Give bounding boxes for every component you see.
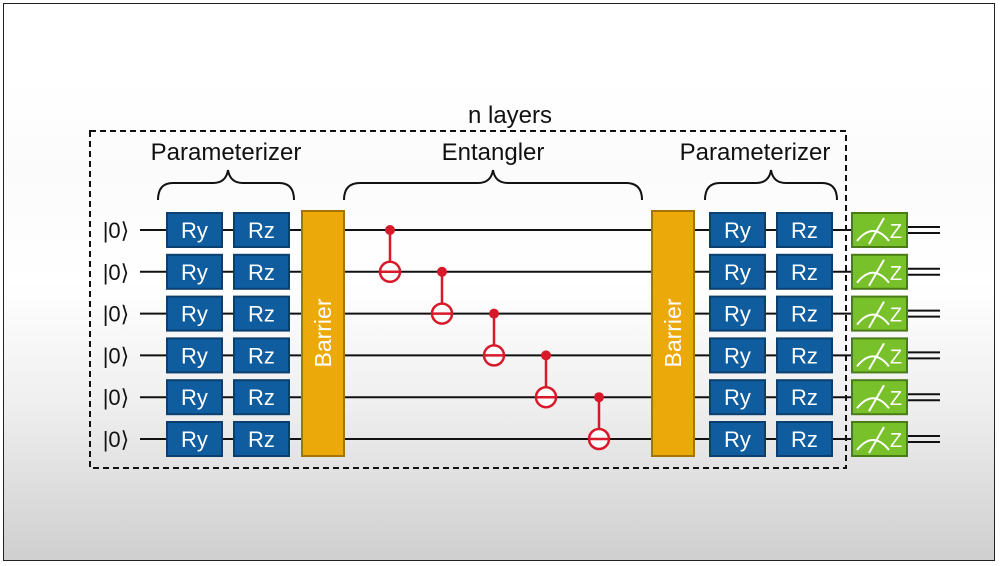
measurement-basis-label: Z xyxy=(890,263,902,285)
barrier-label: Barrier xyxy=(310,298,336,367)
meter-icon xyxy=(856,271,890,284)
measurement-gate xyxy=(851,253,908,290)
rotation-gate-label: Rz xyxy=(248,427,275,452)
rotation-gate-label: Ry xyxy=(724,218,751,243)
rotation-gate-label: Rz xyxy=(791,385,818,410)
rotation-gate-label: Rz xyxy=(791,302,818,327)
rotation-gate xyxy=(776,379,833,416)
measurement-gate xyxy=(851,379,908,416)
meter-needle-icon xyxy=(868,217,885,245)
rotation-gate-label: Ry xyxy=(181,385,208,410)
rotation-gate xyxy=(709,295,766,332)
rotation-gate-label: Ry xyxy=(181,260,208,285)
rotation-gate-label: Rz xyxy=(248,385,275,410)
meter-needle-icon xyxy=(868,426,885,454)
n-layers-label: n layers xyxy=(468,102,552,129)
rotation-gate xyxy=(709,337,766,374)
barrier xyxy=(651,210,695,457)
meter-icon xyxy=(856,355,890,368)
measurement-basis-label: Z xyxy=(890,221,902,243)
rotation-gate-label: Rz xyxy=(791,218,818,243)
meter-icon xyxy=(856,313,890,326)
cnot-control-dot xyxy=(594,392,604,403)
parameterizer-left-brace xyxy=(157,169,295,201)
rotation-gate-label: Ry xyxy=(181,302,208,327)
rotation-gate-label: Ry xyxy=(724,260,751,285)
rotation-gate xyxy=(776,295,833,332)
barrier xyxy=(301,210,345,457)
meter-needle-icon xyxy=(868,259,885,287)
entangler-brace xyxy=(343,169,643,201)
rotation-gate-label: Ry xyxy=(181,218,208,243)
rotation-gate xyxy=(776,212,833,248)
rotation-gate-label: Rz xyxy=(248,260,275,285)
rotation-gate xyxy=(776,421,833,457)
rotation-gate-label: Ry xyxy=(724,385,751,410)
meter-icon xyxy=(856,230,890,242)
rotation-gate-label: Ry xyxy=(724,302,751,327)
rotation-gate-label: Ry xyxy=(181,427,208,452)
qubit-state-label: |0⟩ xyxy=(103,302,130,327)
qubit-state-label: |0⟩ xyxy=(103,260,130,285)
measurement-basis-label: Z xyxy=(890,346,902,368)
qubit-state-label: |0⟩ xyxy=(103,427,130,452)
meter-needle-icon xyxy=(868,301,885,329)
meter-needle-icon xyxy=(868,384,885,412)
rotation-gate xyxy=(166,379,223,416)
entangler-label: Entangler xyxy=(442,139,545,166)
parameterizer-left-label: Parameterizer xyxy=(151,139,302,166)
rotation-gate xyxy=(776,337,833,374)
rotation-gate-label: Rz xyxy=(248,218,275,243)
rotation-gate xyxy=(233,295,290,332)
qubit-state-label: |0⟩ xyxy=(103,385,130,410)
rotation-gate xyxy=(166,253,223,290)
measurement-gate xyxy=(851,212,908,248)
rotation-gate-label: Ry xyxy=(724,343,751,368)
measurement-gate xyxy=(851,421,908,457)
rotation-gate-label: Rz xyxy=(791,427,818,452)
qubit-state-label: |0⟩ xyxy=(103,218,130,243)
rotation-gate-label: Rz xyxy=(248,343,275,368)
meter-needle-icon xyxy=(868,342,885,370)
rotation-gate-label: Ry xyxy=(724,427,751,452)
rotation-gate xyxy=(709,212,766,248)
n-layers-box xyxy=(89,130,847,469)
measurement-basis-label: Z xyxy=(890,430,902,452)
rotation-gate xyxy=(233,421,290,457)
rotation-gate xyxy=(233,212,290,248)
measurement-basis-label: Z xyxy=(890,388,902,410)
rotation-gate-label: Rz xyxy=(791,343,818,368)
rotation-gate xyxy=(233,253,290,290)
rotation-gate xyxy=(709,421,766,457)
rotation-gate-label: Rz xyxy=(248,302,275,327)
cnot-control-dot xyxy=(489,308,499,319)
measurement-gate xyxy=(851,295,908,332)
rotation-gate xyxy=(776,253,833,290)
rotation-gate xyxy=(166,421,223,457)
rotation-gate xyxy=(709,379,766,416)
measurement-gate xyxy=(851,337,908,374)
qubit-state-label: |0⟩ xyxy=(103,343,130,368)
cnot-control-dot xyxy=(385,225,395,235)
rotation-gate xyxy=(166,295,223,332)
cnot-control-dot xyxy=(437,266,447,277)
measurement-basis-label: Z xyxy=(890,305,902,327)
rotation-gate xyxy=(233,379,290,416)
cnot-control-dot xyxy=(541,350,551,361)
rotation-gate-label: Ry xyxy=(181,343,208,368)
meter-icon xyxy=(856,439,890,451)
barrier-label: Barrier xyxy=(660,298,686,367)
rotation-gate xyxy=(709,253,766,290)
rotation-gate xyxy=(166,212,223,248)
rotation-gate xyxy=(166,337,223,374)
parameterizer-right-brace xyxy=(704,169,838,201)
rotation-gate-label: Rz xyxy=(791,260,818,285)
parameterizer-right-label: Parameterizer xyxy=(680,139,831,166)
rotation-gate xyxy=(233,337,290,374)
meter-icon xyxy=(856,397,890,409)
